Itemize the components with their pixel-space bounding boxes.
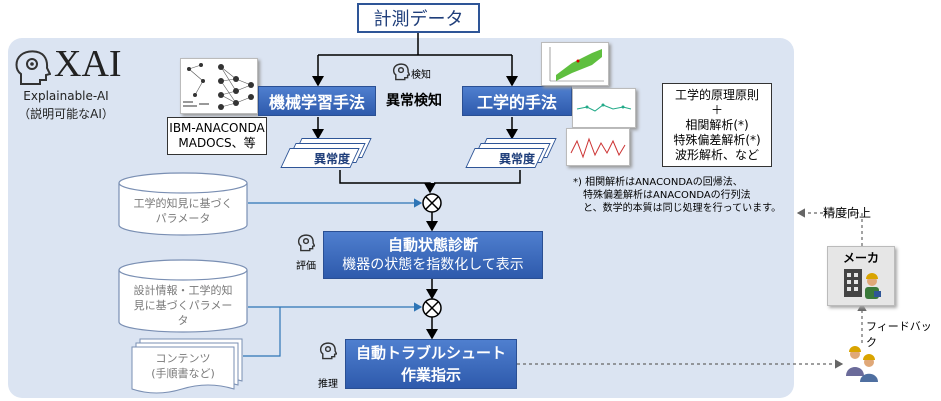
accuracy-label: 精度向上 <box>823 206 872 220</box>
eng-note-line5: 波形解析、など <box>674 148 759 162</box>
db2-line2: 見に基づくパラメー <box>133 299 233 312</box>
ml-method-box: 機械学習手法 <box>258 86 376 116</box>
contents-line1: コンテンツ <box>155 352 211 365</box>
troubleshoot-line2: 作業指示 <box>400 366 461 384</box>
database-cylinder-1 <box>118 172 248 236</box>
workers-icon <box>846 346 878 382</box>
auto-diagnosis-box: 自動状態診断 機器の状態を指数化して表示 <box>323 231 543 279</box>
db1-text: 工学的知見に基づく パラメータ <box>117 196 249 226</box>
engineering-principles-note: 工学的原理原則 ＋ 相関解析(*) 特殊偏差解析(*) 波形解析、など <box>662 83 772 167</box>
merge-circle-2 <box>422 298 442 318</box>
maker-box: メーカ <box>827 246 895 306</box>
ibm-note-line2: MADOCS、等 <box>178 136 256 150</box>
factory-worker-icon <box>844 269 881 299</box>
ibm-anaconda-note: IBM-ANACONDA MADOCS、等 <box>167 117 267 155</box>
scatter-chart-thumbnail <box>541 42 609 86</box>
measurement-data-box: 計測データ <box>357 3 480 33</box>
contents-line2: (手順書など) <box>151 367 215 380</box>
db1-line1: 工学的知見に基づく <box>133 197 233 210</box>
db1-line2: パラメータ <box>155 212 211 225</box>
diagnosis-line2: 機器の状態を指数化して表示 <box>342 257 524 273</box>
auto-troubleshoot-box: 自動トラブルシュート 作業指示 <box>345 339 517 389</box>
footnote-line2: 特殊偏差解析はANACONDAの行列法 <box>583 190 751 201</box>
eng-note-line4: 特殊偏差解析(*) <box>673 133 761 147</box>
db2-line3: タ <box>177 314 189 327</box>
diagnosis-tag: 評価 <box>296 261 316 272</box>
eng-note-line1: 工学的原理原則 <box>674 88 759 102</box>
db2-text: 設計情報・工学的知 見に基づくパラメー タ <box>117 283 249 328</box>
database-cylinder-2 <box>118 259 248 333</box>
contents-documents <box>131 338 243 394</box>
xai-title: XAI <box>54 43 122 85</box>
maker-label: メーカ <box>842 251 879 265</box>
contents-text: コンテンツ (手順書など) <box>132 351 234 381</box>
trend-chart-thumbnail <box>572 88 636 128</box>
brain-gear-icon <box>319 342 337 360</box>
anomaly-degree-right: 異常度 <box>499 152 536 166</box>
eng-note-line2: ＋ <box>710 103 723 117</box>
xai-subtitle-jp: （説明可能なAI） <box>18 107 114 121</box>
brain-gear-icon <box>392 63 410 81</box>
waveform-chart-thumbnail <box>566 128 630 166</box>
ibm-note-line1: IBM-ANACONDA <box>169 121 265 135</box>
feedback-label: フィードバック <box>866 320 932 349</box>
brain-gear-icon <box>297 234 315 252</box>
neural-network-image <box>180 58 258 114</box>
brain-gear-icon <box>15 50 51 85</box>
anomaly-detection-tag: 検知 <box>411 70 431 81</box>
troubleshoot-tag: 推理 <box>318 379 338 390</box>
xai-subtitle: Explainable-AI <box>23 89 109 103</box>
footnote: *) 相関解析はANACONDAの回帰法、 特殊偏差解析はANACONDAの行列… <box>573 176 783 215</box>
footnote-line1: *) 相関解析はANACONDAの回帰法、 <box>573 177 743 188</box>
db2-line1: 設計情報・工学的知 <box>133 284 233 297</box>
footnote-line3: と、数学的本質は同じ処理を行っています。 <box>583 203 782 214</box>
eng-note-line3: 相関解析(*) <box>685 118 749 132</box>
merge-circle-1 <box>422 193 442 213</box>
engineering-method-box: 工学的手法 <box>462 86 572 116</box>
troubleshoot-line1: 自動トラブルシュート <box>355 344 506 362</box>
diagnosis-line1: 自動状態診断 <box>387 236 478 254</box>
anomaly-detection-label: 異常検知 <box>386 93 442 109</box>
anomaly-degree-left: 異常度 <box>314 152 351 166</box>
